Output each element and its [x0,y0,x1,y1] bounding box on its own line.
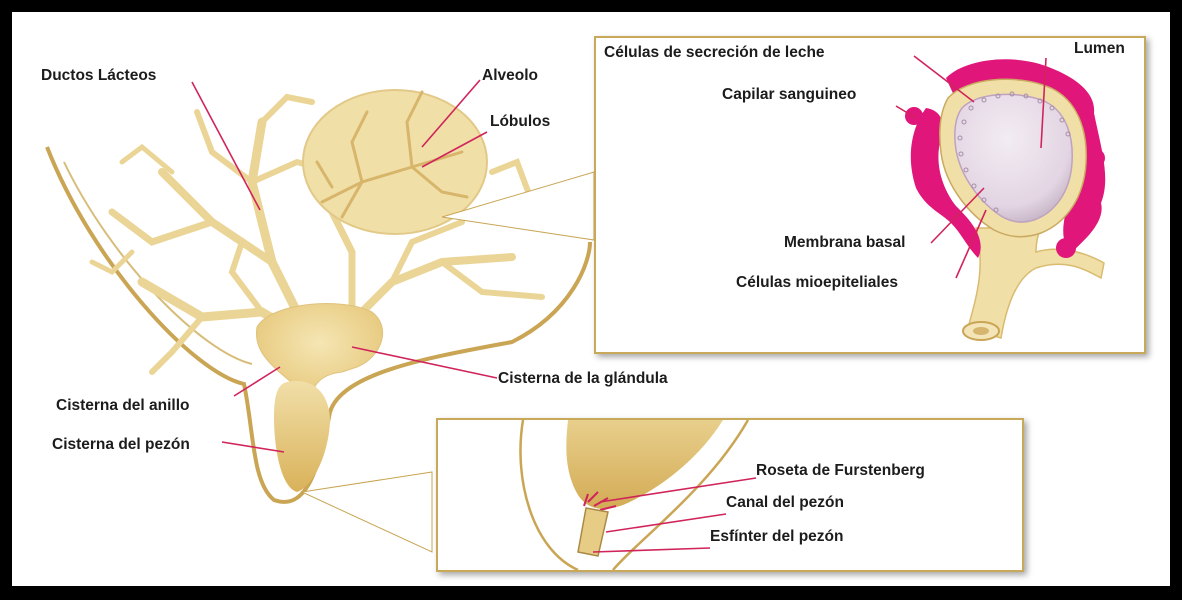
label-roseta-furstenberg: Roseta de Furstenberg [756,462,925,480]
label-cisterna-pezon: Cisterna del pezón [52,436,190,454]
alveolus-inset [594,36,1146,354]
gland-cistern [256,304,382,402]
label-cisterna-anillo: Cisterna del anillo [56,397,190,415]
alveolus-illustration [596,38,1144,352]
label-celulas-mioepiteliales: Células mioepiteliales [736,274,898,292]
label-alveolo: Alveolo [482,67,538,85]
teat-canal [578,508,608,556]
label-membrana-basal: Membrana basal [784,234,905,252]
teat-cistern [274,381,330,492]
label-ductos-lacteos: Ductos Lácteos [41,67,156,85]
label-capilar-sanguineo: Capilar sanguineo [722,86,856,104]
label-lobulos: Lóbulos [490,113,550,131]
alveolus-duct [968,228,1104,338]
label-lumen: Lumen [1074,40,1125,58]
label-canal-pezon: Canal del pezón [726,494,844,512]
label-esfinter-pezon: Esfínter del pezón [710,528,844,546]
label-cisterna-glandula: Cisterna de la glándula [498,370,668,388]
diagram-canvas: Ductos Lácteos Alveolo Lóbulos Células d… [12,12,1170,586]
label-celulas-secrecion: Células de secreción de leche [604,44,825,62]
teat-zoom-connector [302,472,432,552]
